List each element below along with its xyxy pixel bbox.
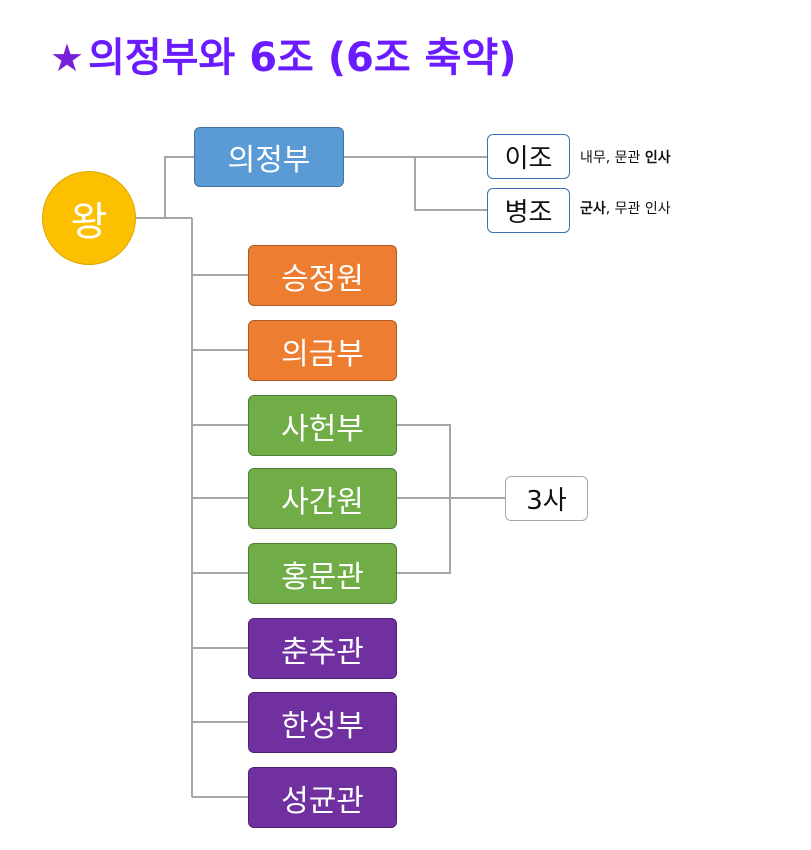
- saheonbu-node: 사헌부: [248, 395, 397, 456]
- saganwon-node: 사간원: [248, 468, 397, 529]
- star-icon: ★: [50, 36, 85, 80]
- byeongjo-note-bold: 군사: [580, 201, 606, 217]
- byeongjo-node: 병조: [487, 188, 570, 233]
- page-title-text: 의정부와 6조 (6조 축약): [88, 35, 517, 81]
- chunchugwan-node: 춘추관: [248, 618, 397, 679]
- ijo-note: 내무, 문관 인사: [580, 147, 671, 167]
- hongmungwan-node: 홍문관: [248, 543, 397, 604]
- samsa-node: 3사: [505, 476, 588, 521]
- ijo-node: 이조: [487, 134, 570, 179]
- ijo-note-plain: 내무, 문관: [580, 150, 645, 166]
- byeongjo-note: 군사, 무관 인사: [580, 198, 671, 218]
- hanseongbu-node: 한성부: [248, 692, 397, 753]
- byeongjo-note-plain: , 무관 인사: [605, 201, 671, 217]
- uigeumbu-node: 의금부: [248, 320, 397, 381]
- ijo-note-bold: 인사: [644, 150, 671, 166]
- king-node: 왕: [42, 171, 136, 265]
- uijeongbu-node: 의정부: [194, 127, 344, 187]
- seonggyungwan-node: 성균관: [248, 767, 397, 828]
- page-title: ★의정부와 6조 (6조 축약): [50, 38, 516, 78]
- seungjeongwon-node: 승정원: [248, 245, 397, 306]
